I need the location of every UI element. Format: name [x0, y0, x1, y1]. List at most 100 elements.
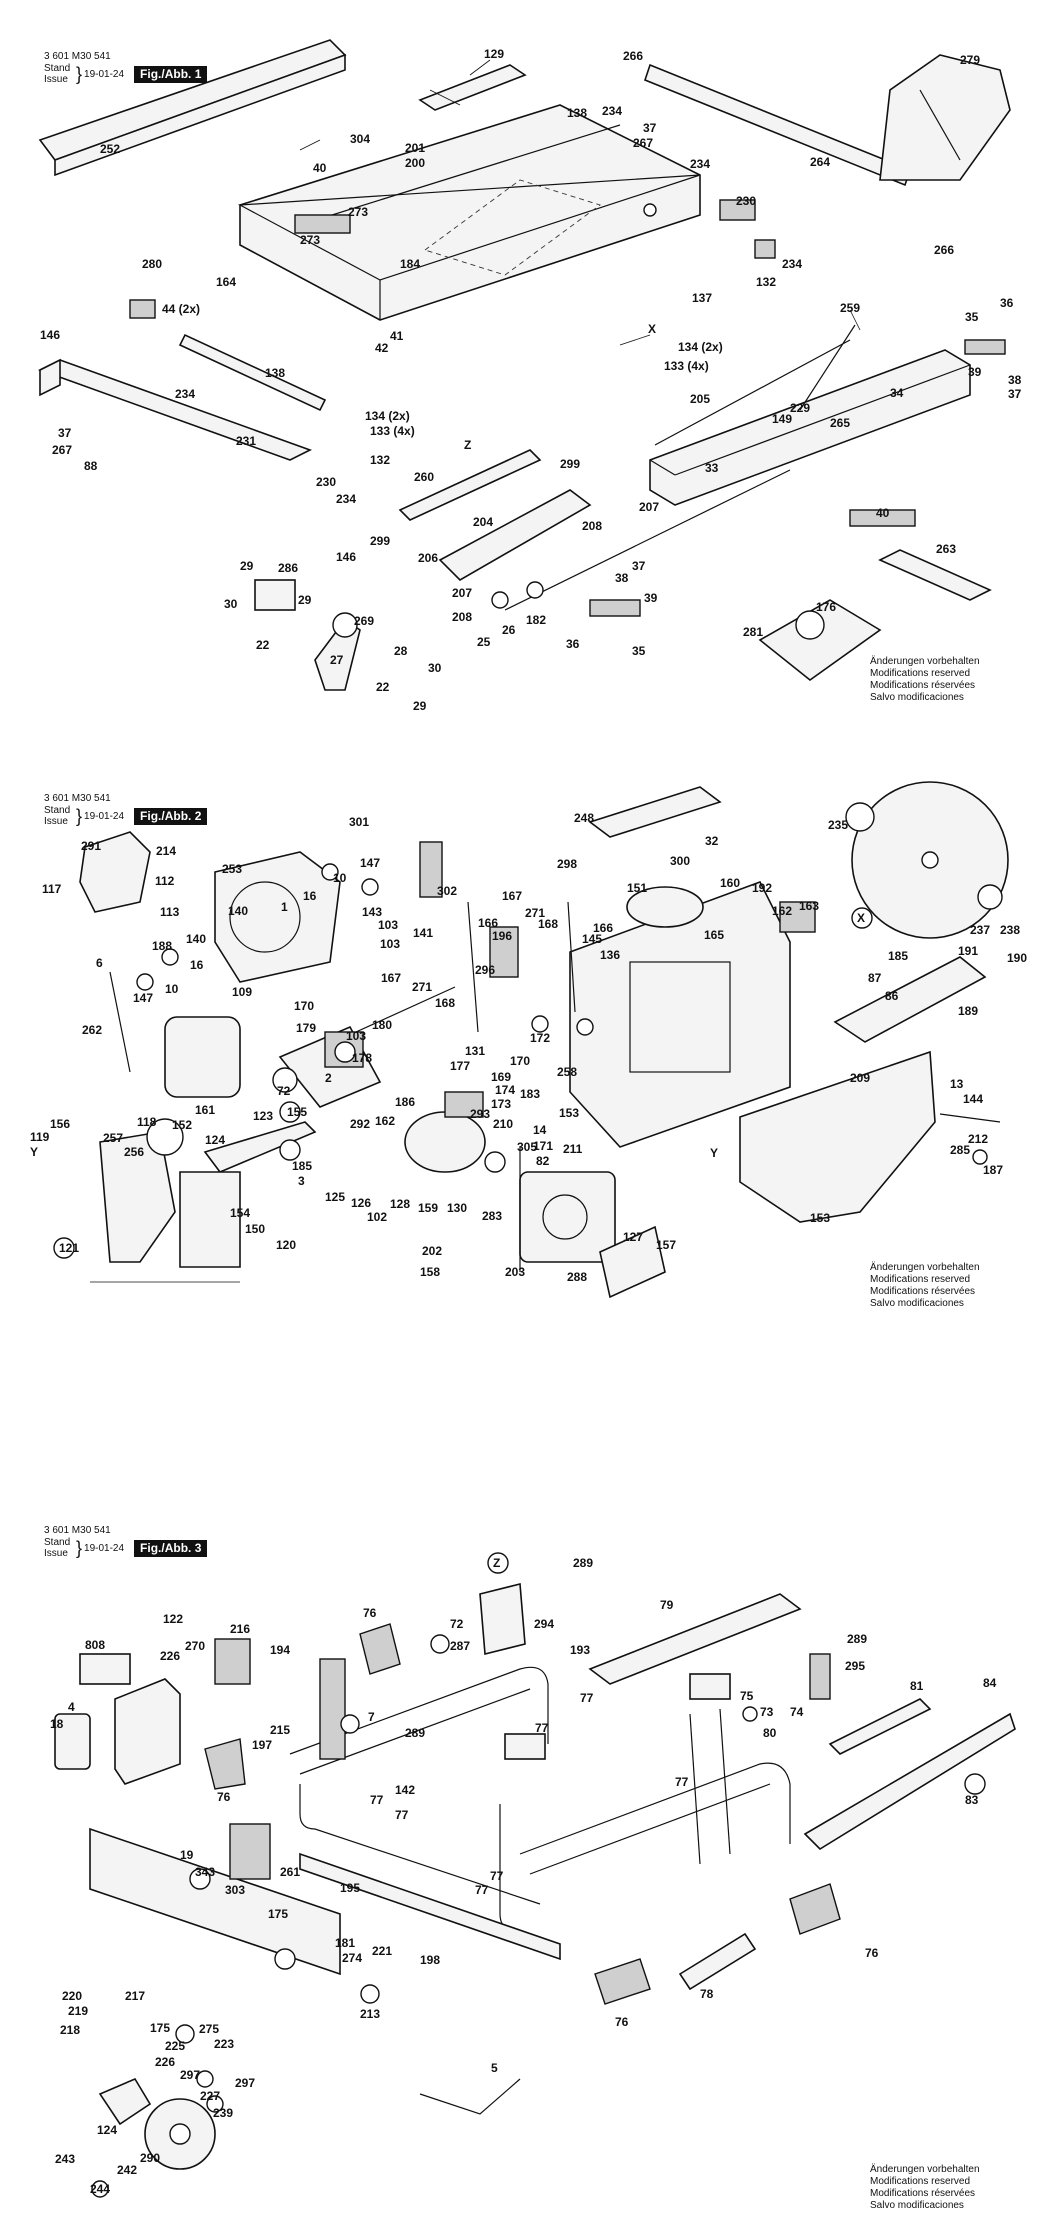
label: 42	[375, 341, 389, 355]
label: 173	[491, 1097, 511, 1111]
label: 10	[165, 982, 179, 996]
label: 147	[360, 856, 380, 870]
label: 38	[1008, 373, 1022, 387]
rod-166	[467, 901, 479, 1033]
label: Y	[710, 1146, 718, 1160]
label: 134 (2x)	[365, 409, 410, 423]
label: 226	[160, 1649, 180, 1663]
label: 186	[395, 1095, 415, 1109]
label: 118	[137, 1115, 157, 1129]
label: 206	[418, 551, 438, 565]
label: 293	[470, 1107, 490, 1121]
label: 289	[405, 1726, 425, 1740]
label: 40	[313, 161, 327, 175]
label: 37	[1008, 387, 1022, 401]
label: 208	[582, 519, 602, 533]
bar-263	[878, 549, 992, 601]
label: 200	[405, 156, 425, 170]
label: 270	[185, 1639, 205, 1653]
label: 187	[983, 1163, 1003, 1177]
exploded-diagram-fig-1: 129 266 279 304 201 200 234 138 37 267 2…	[37, 39, 1022, 713]
label: 287	[450, 1639, 470, 1653]
label: 13	[950, 1077, 964, 1091]
label: 125	[325, 1190, 345, 1204]
label: 225	[165, 2039, 185, 2053]
label: 138	[567, 106, 587, 120]
cover-248	[588, 786, 722, 838]
label: 212	[968, 1132, 988, 1146]
label: 117	[42, 882, 62, 896]
label: 149	[772, 412, 792, 426]
label: 175	[268, 1907, 288, 1921]
label: 221	[372, 1944, 392, 1958]
lock-286	[254, 579, 296, 611]
label: 34	[890, 386, 904, 400]
shaft-178	[344, 986, 456, 1038]
label: 40	[876, 506, 890, 520]
label: 170	[294, 999, 314, 1013]
label: 22	[376, 680, 390, 694]
label: 164	[216, 275, 236, 289]
label: 259	[840, 301, 860, 315]
label: 30	[224, 597, 238, 611]
label: 271	[525, 906, 545, 920]
stand-label: Stand	[44, 1537, 71, 1548]
issue-date: 19-01-24	[84, 810, 125, 822]
label: 103	[346, 1029, 366, 1043]
label: 267	[52, 443, 72, 457]
label: 201	[405, 141, 425, 155]
label: 163	[799, 899, 819, 913]
label: 166	[478, 916, 498, 930]
label: 205	[690, 392, 710, 406]
label: 77	[580, 1691, 594, 1705]
label: 252	[100, 142, 120, 156]
label: 37	[643, 121, 657, 135]
label: 14	[533, 1123, 547, 1137]
label: 223	[214, 2037, 234, 2051]
label: 84	[983, 1676, 997, 1690]
label: 171	[533, 1139, 553, 1153]
notice-line: Änderungen vorbehalten	[870, 1262, 980, 1273]
doc-number: 3 601 M30 541	[44, 51, 111, 62]
label: 134 (2x)	[678, 340, 723, 354]
label: 128	[390, 1197, 410, 1211]
label: 35	[965, 310, 979, 324]
label: 82	[536, 1154, 550, 1168]
label: 124	[97, 2123, 117, 2137]
label: 198	[420, 1953, 440, 1967]
label: 234	[690, 157, 710, 171]
label: 25	[477, 635, 491, 649]
label: 170	[510, 1054, 530, 1068]
arm-119	[203, 1121, 317, 1173]
brace-84	[803, 1712, 1016, 1851]
label: 122	[163, 1612, 183, 1626]
label: 124	[205, 1133, 225, 1147]
label: 203	[505, 1265, 525, 1279]
bar-198	[299, 1852, 561, 1961]
cable-262	[109, 971, 131, 1073]
label: 133 (4x)	[664, 359, 709, 373]
saw-blade-235	[851, 781, 1009, 939]
label: X	[648, 322, 656, 336]
label: 231	[236, 434, 256, 448]
label: 146	[40, 328, 60, 342]
blade-guard-279	[879, 54, 1011, 181]
label: 184	[400, 257, 420, 271]
fence-34	[649, 349, 971, 506]
stand-label: Stand	[44, 805, 71, 816]
label: 2	[325, 1071, 332, 1085]
stator-2	[164, 1016, 241, 1098]
label: 195	[340, 1881, 360, 1895]
label: 158	[420, 1265, 440, 1279]
part-302	[419, 841, 443, 898]
label: 120	[276, 1238, 296, 1252]
label: 258	[557, 1065, 577, 1079]
label: 132	[756, 275, 776, 289]
label: 239	[213, 2106, 233, 2120]
notice-line: Modifications réservées	[870, 680, 976, 691]
label: 136	[600, 948, 620, 962]
label: 298	[557, 857, 577, 871]
label: 808	[85, 1638, 105, 1652]
label: 27	[330, 653, 344, 667]
label: 73	[760, 1705, 774, 1719]
